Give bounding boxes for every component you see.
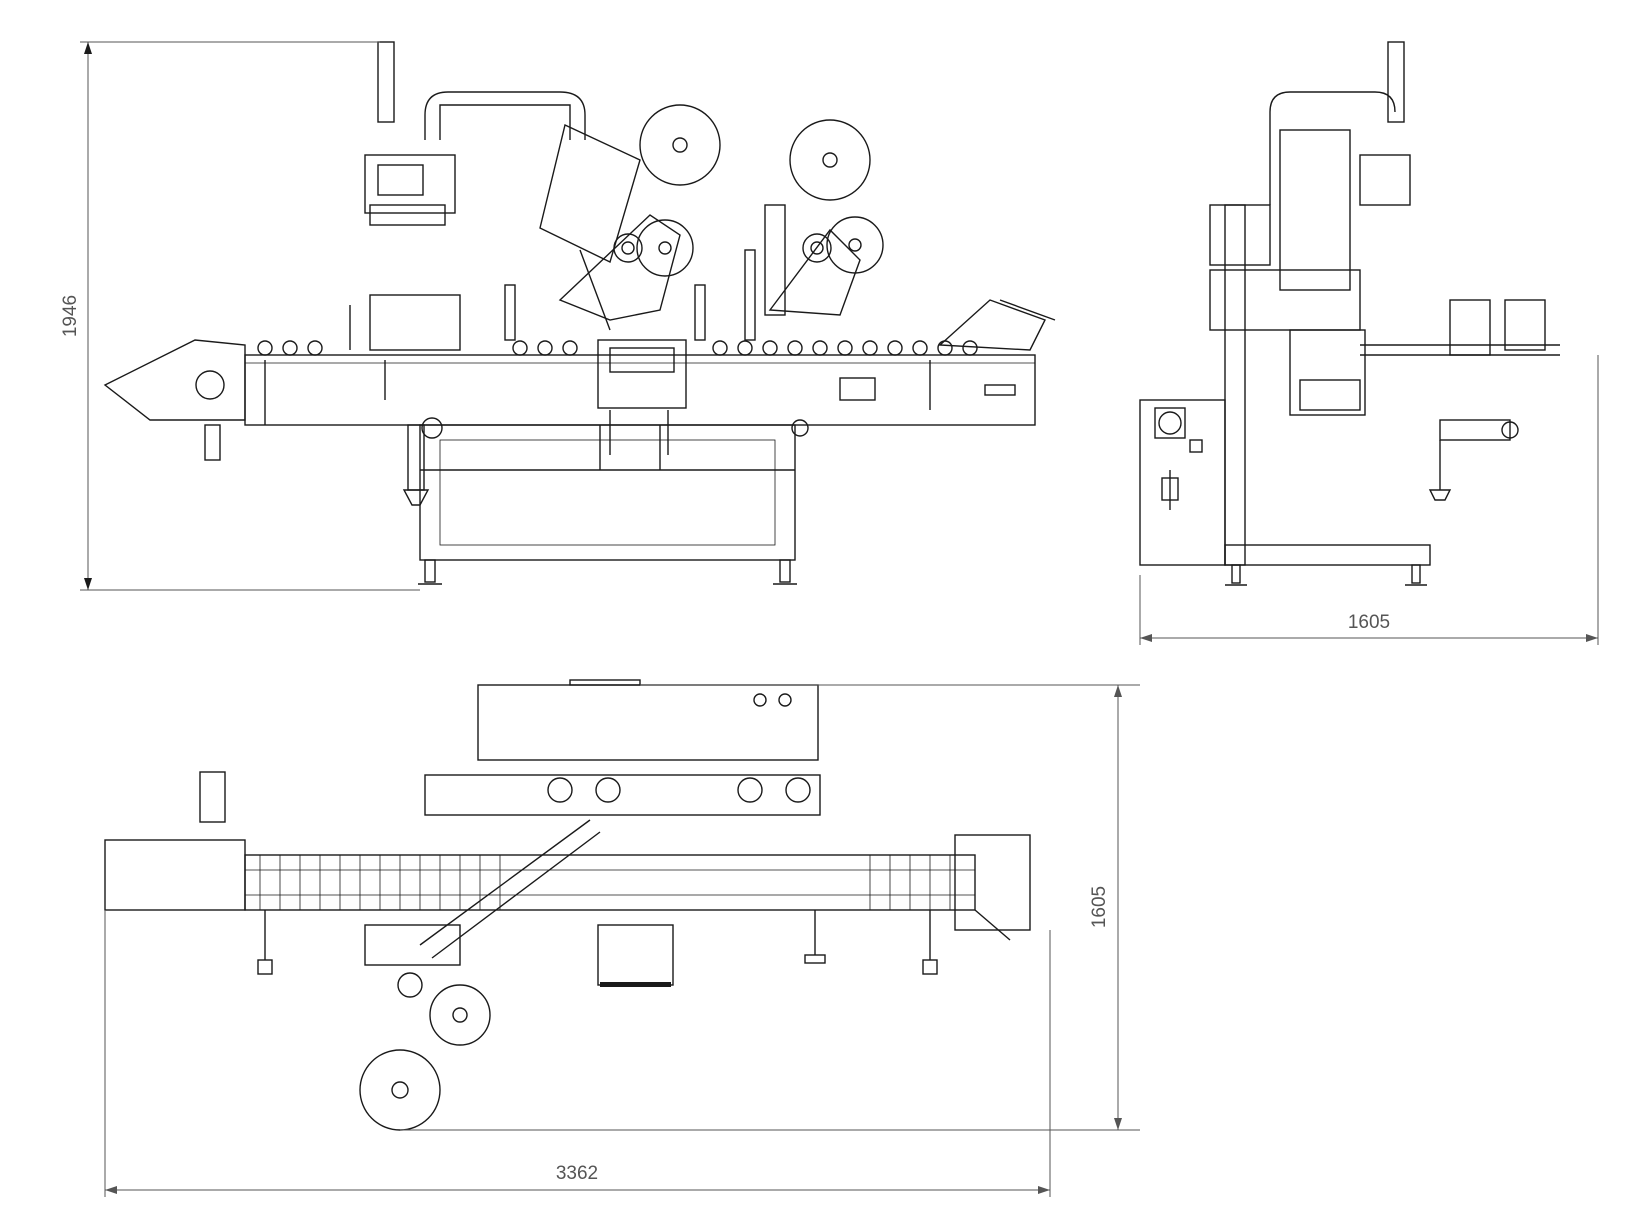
overhead-arm (424, 91, 586, 140)
labeling-head-2 (764, 119, 884, 316)
dimension-length-3362 (104, 910, 1051, 1197)
plan-label-reel-large (359, 1049, 441, 1131)
dimension-label-end-width: 1605 (1348, 612, 1390, 633)
plan-view (104, 679, 1031, 1131)
dimension-width-1605-end (1139, 355, 1599, 645)
end-labeler-body (1279, 129, 1351, 291)
plan-overhead-frame (477, 684, 819, 761)
guide-station (369, 294, 461, 351)
conveyor-rail (244, 354, 1036, 426)
main-column (1224, 204, 1246, 566)
plan-infeed (104, 839, 246, 911)
inspection-unit (597, 339, 687, 409)
dimension-label-plan-depth: 1605 (1089, 886, 1110, 928)
end-base (1224, 544, 1431, 566)
outfeed-unit (938, 299, 1046, 351)
plan-conveyor (244, 854, 976, 911)
signal-tower (377, 41, 395, 123)
plan-inspection-unit (597, 924, 674, 986)
end-conveyor-block (1209, 269, 1361, 331)
dimension-depth-1605-plan (400, 684, 1140, 1131)
end-overhead-arm (1269, 91, 1396, 205)
dimension-label-length: 3362 (556, 1163, 598, 1184)
plan-outfeed (954, 834, 1031, 931)
infeed-motor (204, 424, 221, 461)
plan-conveyor-links (259, 855, 951, 910)
dimension-label-height: 1946 (60, 295, 81, 337)
side-elevation-view (103, 41, 1056, 585)
dimension-height-1946 (80, 41, 420, 591)
end-signal-tower (1387, 41, 1405, 123)
end-elevation-view (1139, 41, 1560, 586)
plan-applicator-arm (419, 819, 591, 946)
base-frame (419, 424, 796, 561)
labeling-head-1 (539, 104, 721, 331)
electrical-cabinet (1139, 399, 1226, 566)
infeed-hopper (103, 339, 246, 421)
plan-motor (199, 771, 226, 823)
plan-label-reel-small (429, 984, 491, 1046)
column-leg (407, 424, 425, 491)
hmi-panel (364, 154, 456, 214)
